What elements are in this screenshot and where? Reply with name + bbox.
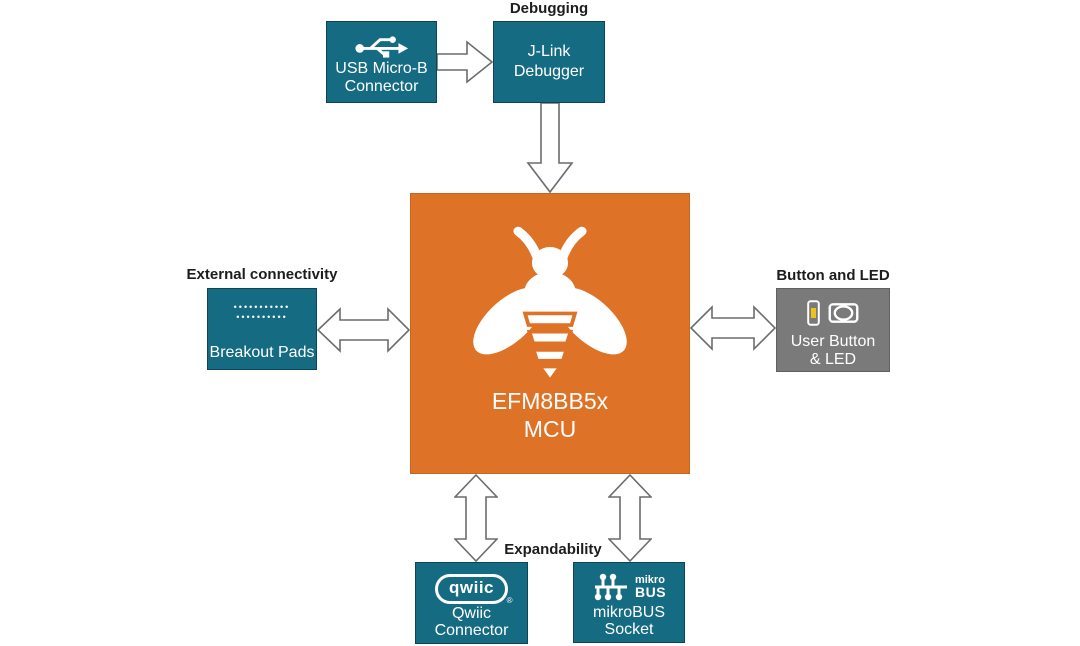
mikrobus-label-line2: Socket <box>604 621 654 638</box>
breakout-pads-label: Breakout Pads <box>209 344 315 361</box>
arrow-mcu-to-qwiic <box>454 474 498 562</box>
node-mcu: EFM8BB5x MCU <box>410 193 690 474</box>
node-user-button-led: User Button & LED <box>776 288 890 372</box>
section-label-button-and-led: Button and LED <box>776 267 890 284</box>
qwiic-logo: qwiic ® <box>434 574 512 605</box>
node-breakout-pads: ••••••••••• •••••••••• Breakout Pads <box>207 288 317 370</box>
arrow-mcu-to-breakout <box>317 307 410 353</box>
mikrobus-logo-top: mikro <box>634 574 665 586</box>
node-qwiic-connector: qwiic ® Qwiic Connector <box>415 562 528 644</box>
usb-label-line2: Connector <box>344 78 419 95</box>
breakout-dots-row1: ••••••••••• <box>233 302 291 312</box>
qwiic-label-line2: Connector <box>434 622 509 639</box>
usb-icon <box>354 36 408 58</box>
mikrobus-label-line1: mikroBUS <box>592 604 665 621</box>
user-button-label-line2: & LED <box>809 351 857 368</box>
breakout-pads-dots: ••••••••••• •••••••••• <box>234 302 291 322</box>
mcu-label-line1: EFM8BB5x <box>491 388 609 414</box>
mikrobus-logo-bottom: BUS <box>634 584 667 600</box>
jlink-label-line1: J-Link <box>527 43 571 60</box>
section-label-expandability: Expandability <box>504 541 602 558</box>
usb-label-line1: USB Micro-B <box>335 60 428 77</box>
jlink-label-line2: Debugger <box>513 63 585 80</box>
section-label-external-connectivity: External connectivity <box>186 266 338 283</box>
mcu-label-line2: MCU <box>523 416 577 442</box>
arrow-mcu-to-mikrobus <box>608 474 652 562</box>
node-mikrobus-socket: mikro BUS mikroBUS Socket <box>573 562 685 643</box>
arrow-usb-to-jlink <box>437 40 494 84</box>
mikrobus-logo-text: mikro BUS <box>634 574 667 600</box>
arrow-jlink-to-mcu <box>526 103 574 194</box>
qwiic-label-line1: Qwiic <box>451 605 492 622</box>
user-button-label-line1: User Button <box>790 333 876 350</box>
bee-icon <box>473 226 627 384</box>
node-jlink-debugger: J-Link Debugger <box>493 21 605 103</box>
mikrobus-icon <box>594 573 627 601</box>
breakout-dots-row2: •••••••••• <box>236 312 288 322</box>
qwiic-logo-text: qwiic <box>448 578 494 597</box>
registered-mark: ® <box>506 596 513 605</box>
section-label-debugging: Debugging <box>509 0 589 17</box>
arrow-mcu-to-button-led <box>690 305 776 351</box>
node-usb-connector: USB Micro-B Connector <box>326 21 437 103</box>
led-icon <box>806 300 820 326</box>
push-button-icon <box>828 303 858 323</box>
